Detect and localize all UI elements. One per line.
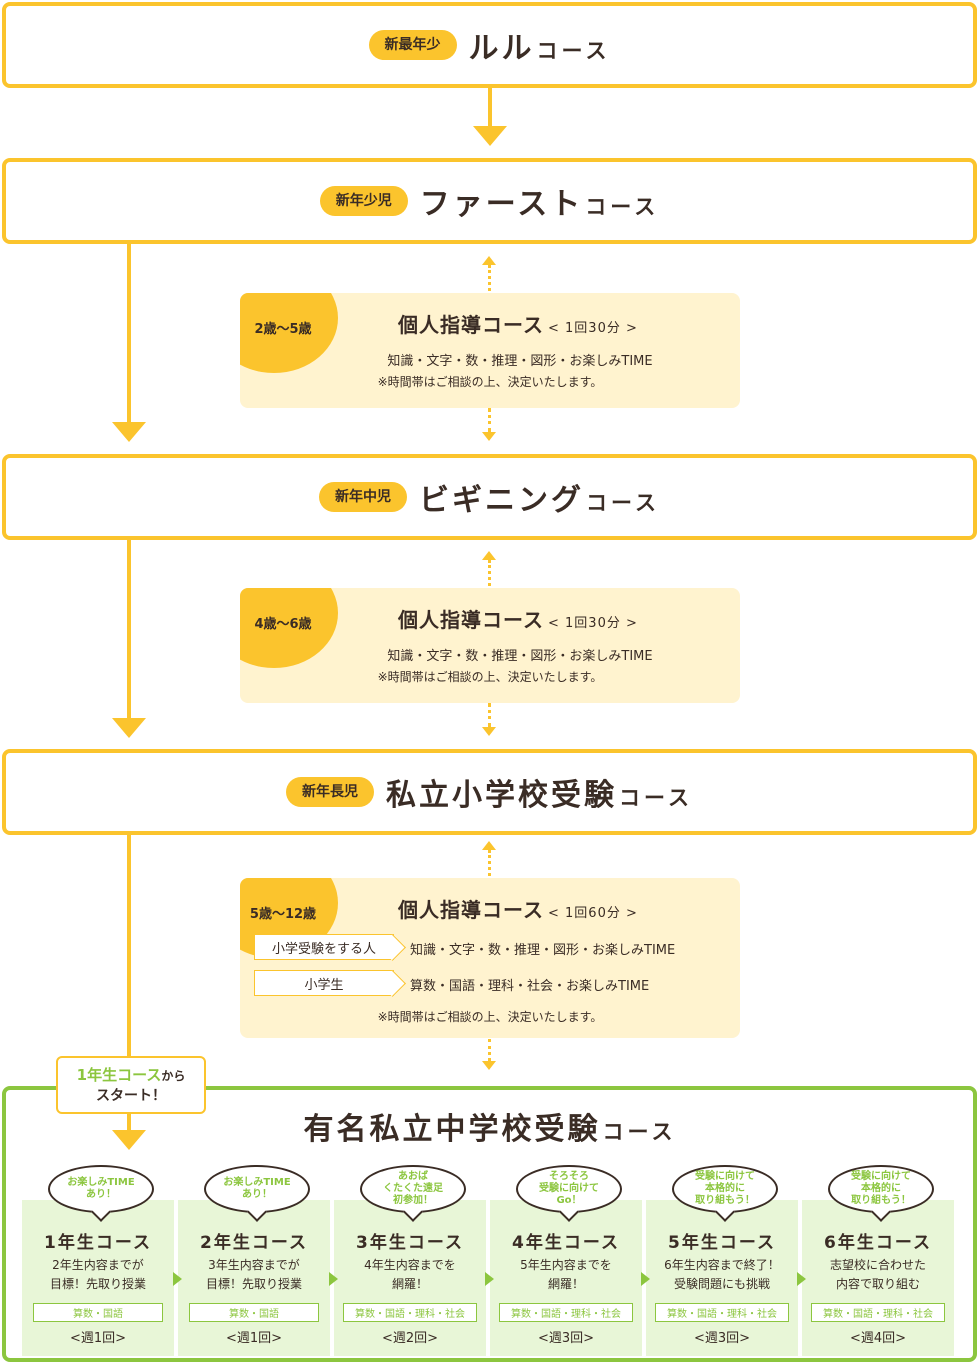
frequency: <週4回> <box>849 1331 907 1346</box>
arrow-down-icon <box>482 727 496 736</box>
course-title: ファーストコース <box>419 187 660 222</box>
arrow-right-icon <box>797 1272 806 1286</box>
grade-description: 6年生内容まで終了！受験問題にも挑戦 <box>664 1258 780 1291</box>
frequency: <週3回> <box>537 1331 595 1346</box>
flow-line <box>127 244 131 424</box>
frequency: <週2回> <box>381 1331 439 1346</box>
arrow-down-icon <box>482 432 496 441</box>
grade-title: 2年生コース <box>200 1233 308 1253</box>
arrow-right-icon <box>641 1272 650 1286</box>
panel-title: 個人指導コース< 1回30分 > <box>398 608 638 632</box>
grade-description: 2年生内容までが目標！先取り授業 <box>49 1258 146 1291</box>
age-pill: 新最年少 <box>368 30 457 60</box>
arrow-right-icon <box>485 1272 494 1286</box>
grade-card-6[interactable] <box>802 1200 954 1356</box>
speech-bubble: あおば くたくた遠足 初参加！ <box>360 1165 466 1213</box>
frequency: <週1回> <box>69 1331 127 1346</box>
course-box-elementary-exam[interactable]: 新年長児 私立小学校受験コース <box>2 749 977 835</box>
arrow-down-icon <box>482 1061 496 1070</box>
dotted-line <box>488 703 491 727</box>
flow-line <box>488 88 492 128</box>
frequency: <週3回> <box>693 1331 751 1346</box>
start-badge: 1年生コースから スタート！ <box>56 1056 206 1114</box>
subjects-label: 算数・国語・理科・社会 <box>343 1303 477 1322</box>
panel-title: 個人指導コース< 1回60分 > <box>398 898 638 922</box>
subjects-label: 算数・国語・理科・社会 <box>655 1303 789 1322</box>
flow-line <box>127 1114 131 1132</box>
course-title: 私立小学校受験コース <box>386 778 693 813</box>
subjects-label: 算数・国語・理科・社会 <box>811 1303 945 1322</box>
dotted-line <box>488 1039 491 1061</box>
speech-bubble: 受験に向けて 本格的に 取り組もう！ <box>672 1165 778 1213</box>
panel-content: 知識・文字・数・推理・図形・お楽しみTIME <box>387 649 653 664</box>
individual-panel-3: 5歳〜12歳 個人指導コース< 1回60分 > 小学受験をする人 知識・文字・数… <box>240 878 740 1038</box>
arrow-up-icon <box>482 551 496 560</box>
panel-note: ※時間帯はご相談の上、決定いたします。 <box>377 375 603 389</box>
grade-description: 志望校に合わせた内容で取り組む <box>829 1258 926 1291</box>
grade-card-4[interactable] <box>490 1200 642 1356</box>
panel-note: ※時間帯はご相談の上、決定いたします。 <box>377 1010 603 1024</box>
grade-card-2[interactable] <box>178 1200 330 1356</box>
panel-note: ※時間帯はご相談の上、決定いたします。 <box>377 670 603 684</box>
grade-card-5[interactable] <box>646 1200 798 1356</box>
panel-content: 知識・文字・数・推理・図形・お楽しみTIME <box>387 354 653 369</box>
course-box-lulu[interactable]: 新最年少 ルルコース <box>2 2 977 88</box>
arrow-right-icon <box>173 1272 182 1286</box>
target-content: 算数・国語・理科・社会・お楽しみTIME <box>410 979 650 994</box>
panel-age-badge: 2歳〜5歳 <box>240 293 338 373</box>
arrow-down-icon <box>112 718 146 738</box>
subjects-label: 算数・国語 <box>189 1303 319 1322</box>
age-pill: 新年長児 <box>286 777 375 807</box>
grade-description: 5年生内容までを網羅！ <box>520 1258 612 1291</box>
subjects-label: 算数・国語 <box>33 1303 163 1322</box>
dotted-line <box>488 560 491 586</box>
course-box-beginning[interactable]: 新年中児 ビギニングコース <box>2 454 977 540</box>
target-label: 小学生 <box>254 970 394 996</box>
arrow-down-icon <box>112 1130 146 1150</box>
course-title: ビギニングコース <box>419 483 660 518</box>
arrow-up-icon <box>482 841 496 850</box>
subjects-label: 算数・国語・理科・社会 <box>499 1303 633 1322</box>
course-box-first[interactable]: 新年少児 ファーストコース <box>2 158 977 244</box>
panel-title: 個人指導コース< 1回30分 > <box>398 313 638 337</box>
arrow-down-icon <box>112 422 146 442</box>
dotted-line <box>488 850 491 876</box>
grade-description: 4年生内容までを網羅！ <box>364 1258 456 1291</box>
speech-bubble: お楽しみTIME あり！ <box>204 1165 310 1213</box>
target-label: 小学受験をする人 <box>254 934 394 960</box>
grade-card-3[interactable] <box>334 1200 486 1356</box>
course-title: ルルコース <box>468 31 611 66</box>
grade-description: 3年生内容までが目標！先取り授業 <box>205 1258 302 1291</box>
age-pill: 新年中児 <box>319 482 408 512</box>
speech-bubble: お楽しみTIME あり！ <box>48 1165 154 1213</box>
arrow-down-icon <box>473 126 507 146</box>
arrow-right-icon <box>329 1272 338 1286</box>
flow-line <box>127 835 131 1057</box>
flow-line <box>127 540 131 720</box>
grade-title: 5年生コース <box>668 1233 776 1253</box>
arrow-up-icon <box>482 256 496 265</box>
grade-title: 3年生コース <box>356 1233 464 1253</box>
individual-panel-1: 2歳〜5歳 個人指導コース< 1回30分 > 知識・文字・数・推理・図形・お楽し… <box>240 293 740 408</box>
grade-title: 6年生コース <box>824 1233 932 1253</box>
speech-bubble: 受験に向けて 本格的に 取り組もう！ <box>828 1165 934 1213</box>
grade-title: 4年生コース <box>512 1233 620 1253</box>
junior-high-title: 有名私立中学校受験コース <box>303 1112 677 1147</box>
individual-panel-2: 4歳〜6歳 個人指導コース< 1回30分 > 知識・文字・数・推理・図形・お楽し… <box>240 588 740 703</box>
grade-card-1[interactable] <box>22 1200 174 1356</box>
frequency: <週1回> <box>225 1331 283 1346</box>
grade-title: 1年生コース <box>44 1233 152 1253</box>
age-pill: 新年少児 <box>319 186 408 216</box>
target-content: 知識・文字・数・推理・図形・お楽しみTIME <box>410 943 676 958</box>
speech-bubble: そろそろ 受験に向けて Go！ <box>516 1165 622 1213</box>
dotted-line <box>488 265 491 291</box>
panel-age-badge: 4歳〜6歳 <box>240 588 338 668</box>
dotted-line <box>488 408 491 432</box>
